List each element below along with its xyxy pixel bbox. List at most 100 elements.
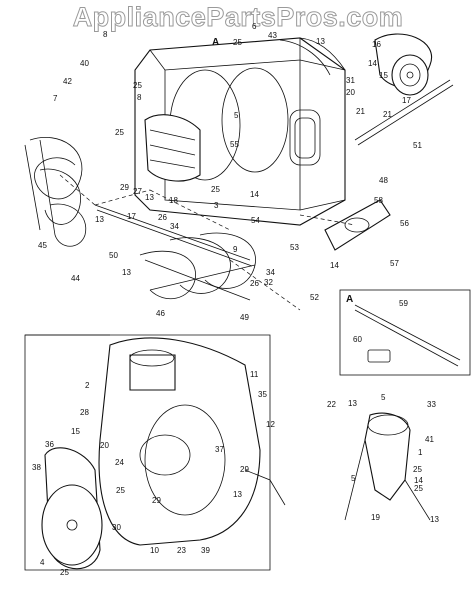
callout: 27 [133, 187, 142, 196]
callout: 29 [152, 496, 161, 505]
callout: 13 [316, 37, 325, 46]
watermark-text: AppliancePartsPros.com [72, 2, 404, 33]
callout: 44 [71, 274, 80, 283]
inset-a [339, 289, 471, 376]
callout: 22 [327, 400, 336, 409]
auger-left [24, 137, 87, 247]
callout: 12 [266, 420, 275, 429]
callout: 48 [379, 176, 388, 185]
callout: 34 [170, 222, 179, 231]
callout: 14 [368, 59, 377, 68]
callout: 38 [32, 463, 41, 472]
bearing-plate [324, 199, 391, 251]
inset-label-a: A [346, 294, 353, 305]
callout: 43 [268, 31, 277, 40]
callout: 13 [95, 215, 104, 224]
callout-labels: 8 40 25 42 8 7 25 25 43 6 13 16 14 15 31… [32, 22, 439, 577]
callout: 25 [116, 486, 125, 495]
callout: 45 [38, 241, 47, 250]
callout: 7 [53, 94, 58, 103]
callout: 5 [381, 393, 386, 402]
callout: 30 [112, 523, 121, 532]
callout: 29 [120, 183, 129, 192]
auger-right [139, 232, 256, 301]
callout: 14 [330, 261, 339, 270]
callout: 33 [427, 400, 436, 409]
callout: 25 [60, 568, 69, 577]
callout: 8 [137, 93, 142, 102]
callout: 13 [233, 490, 242, 499]
callout: 17 [127, 212, 136, 221]
callout: 16 [372, 40, 381, 49]
callout: 58 [374, 196, 383, 205]
callout: 3 [214, 201, 219, 210]
callout: 37 [215, 445, 224, 454]
impeller [144, 114, 201, 182]
callout: 26 [250, 279, 259, 288]
callout: 25 [233, 38, 242, 47]
callout: 32 [264, 278, 273, 287]
callout: 36 [45, 440, 54, 449]
callout: 20 [100, 441, 109, 450]
callout: 25 [211, 185, 220, 194]
callout: 9 [233, 245, 238, 254]
callout: 42 [63, 77, 72, 86]
callout: 25 [414, 484, 423, 493]
callout: 13 [145, 193, 154, 202]
callout: 29 [240, 465, 249, 474]
callout: 59 [399, 299, 408, 308]
callout: 49 [240, 313, 249, 322]
callout: 21 [356, 107, 365, 116]
callout: 8 [103, 30, 108, 39]
top-pulley [374, 33, 433, 96]
callout: 46 [156, 309, 165, 318]
callout: 4 [40, 558, 45, 567]
callout: 23 [177, 546, 186, 555]
auger-shaft [94, 204, 253, 267]
callout: 19 [371, 513, 380, 522]
callout: 24 [115, 458, 124, 467]
callout: 17 [402, 96, 411, 105]
callout: 1 [418, 448, 423, 457]
callout: 26 [158, 213, 167, 222]
callout: 18 [169, 196, 178, 205]
callout: 54 [251, 216, 260, 225]
callout: 14 [414, 476, 423, 485]
callout: 25 [133, 81, 142, 90]
callout: 50 [109, 251, 118, 260]
callout: 25 [115, 128, 124, 137]
callout: 15 [71, 427, 80, 436]
callout: 5 [351, 474, 356, 483]
callout: 15 [379, 71, 388, 80]
callout: 10 [150, 546, 159, 555]
callout: 5 [234, 111, 239, 120]
callout: 41 [425, 435, 434, 444]
long-shaft [354, 79, 454, 146]
callout: 20 [346, 88, 355, 97]
callout: 25 [413, 465, 422, 474]
callout: 52 [310, 293, 319, 302]
callout: 57 [390, 259, 399, 268]
callout: 51 [413, 141, 422, 150]
callout: 39 [201, 546, 210, 555]
discharge-chute [344, 412, 431, 521]
callout: 21 [383, 110, 392, 119]
callout: 14 [250, 190, 259, 199]
callout: 28 [80, 408, 89, 417]
callout: 34 [266, 268, 275, 277]
callout: 60 [353, 335, 362, 344]
callout: 11 [250, 370, 259, 379]
callout: 31 [346, 76, 355, 85]
callout: 53 [290, 243, 299, 252]
callout: 13 [348, 399, 357, 408]
detail-box [24, 334, 286, 571]
callout: 56 [400, 219, 409, 228]
callout: 35 [258, 390, 267, 399]
callout: 40 [80, 59, 89, 68]
section-label-a: A [212, 37, 219, 48]
callout: 55 [230, 140, 239, 149]
callout: 13 [122, 268, 131, 277]
callout: 2 [85, 381, 90, 390]
callout: 6 [252, 22, 257, 31]
